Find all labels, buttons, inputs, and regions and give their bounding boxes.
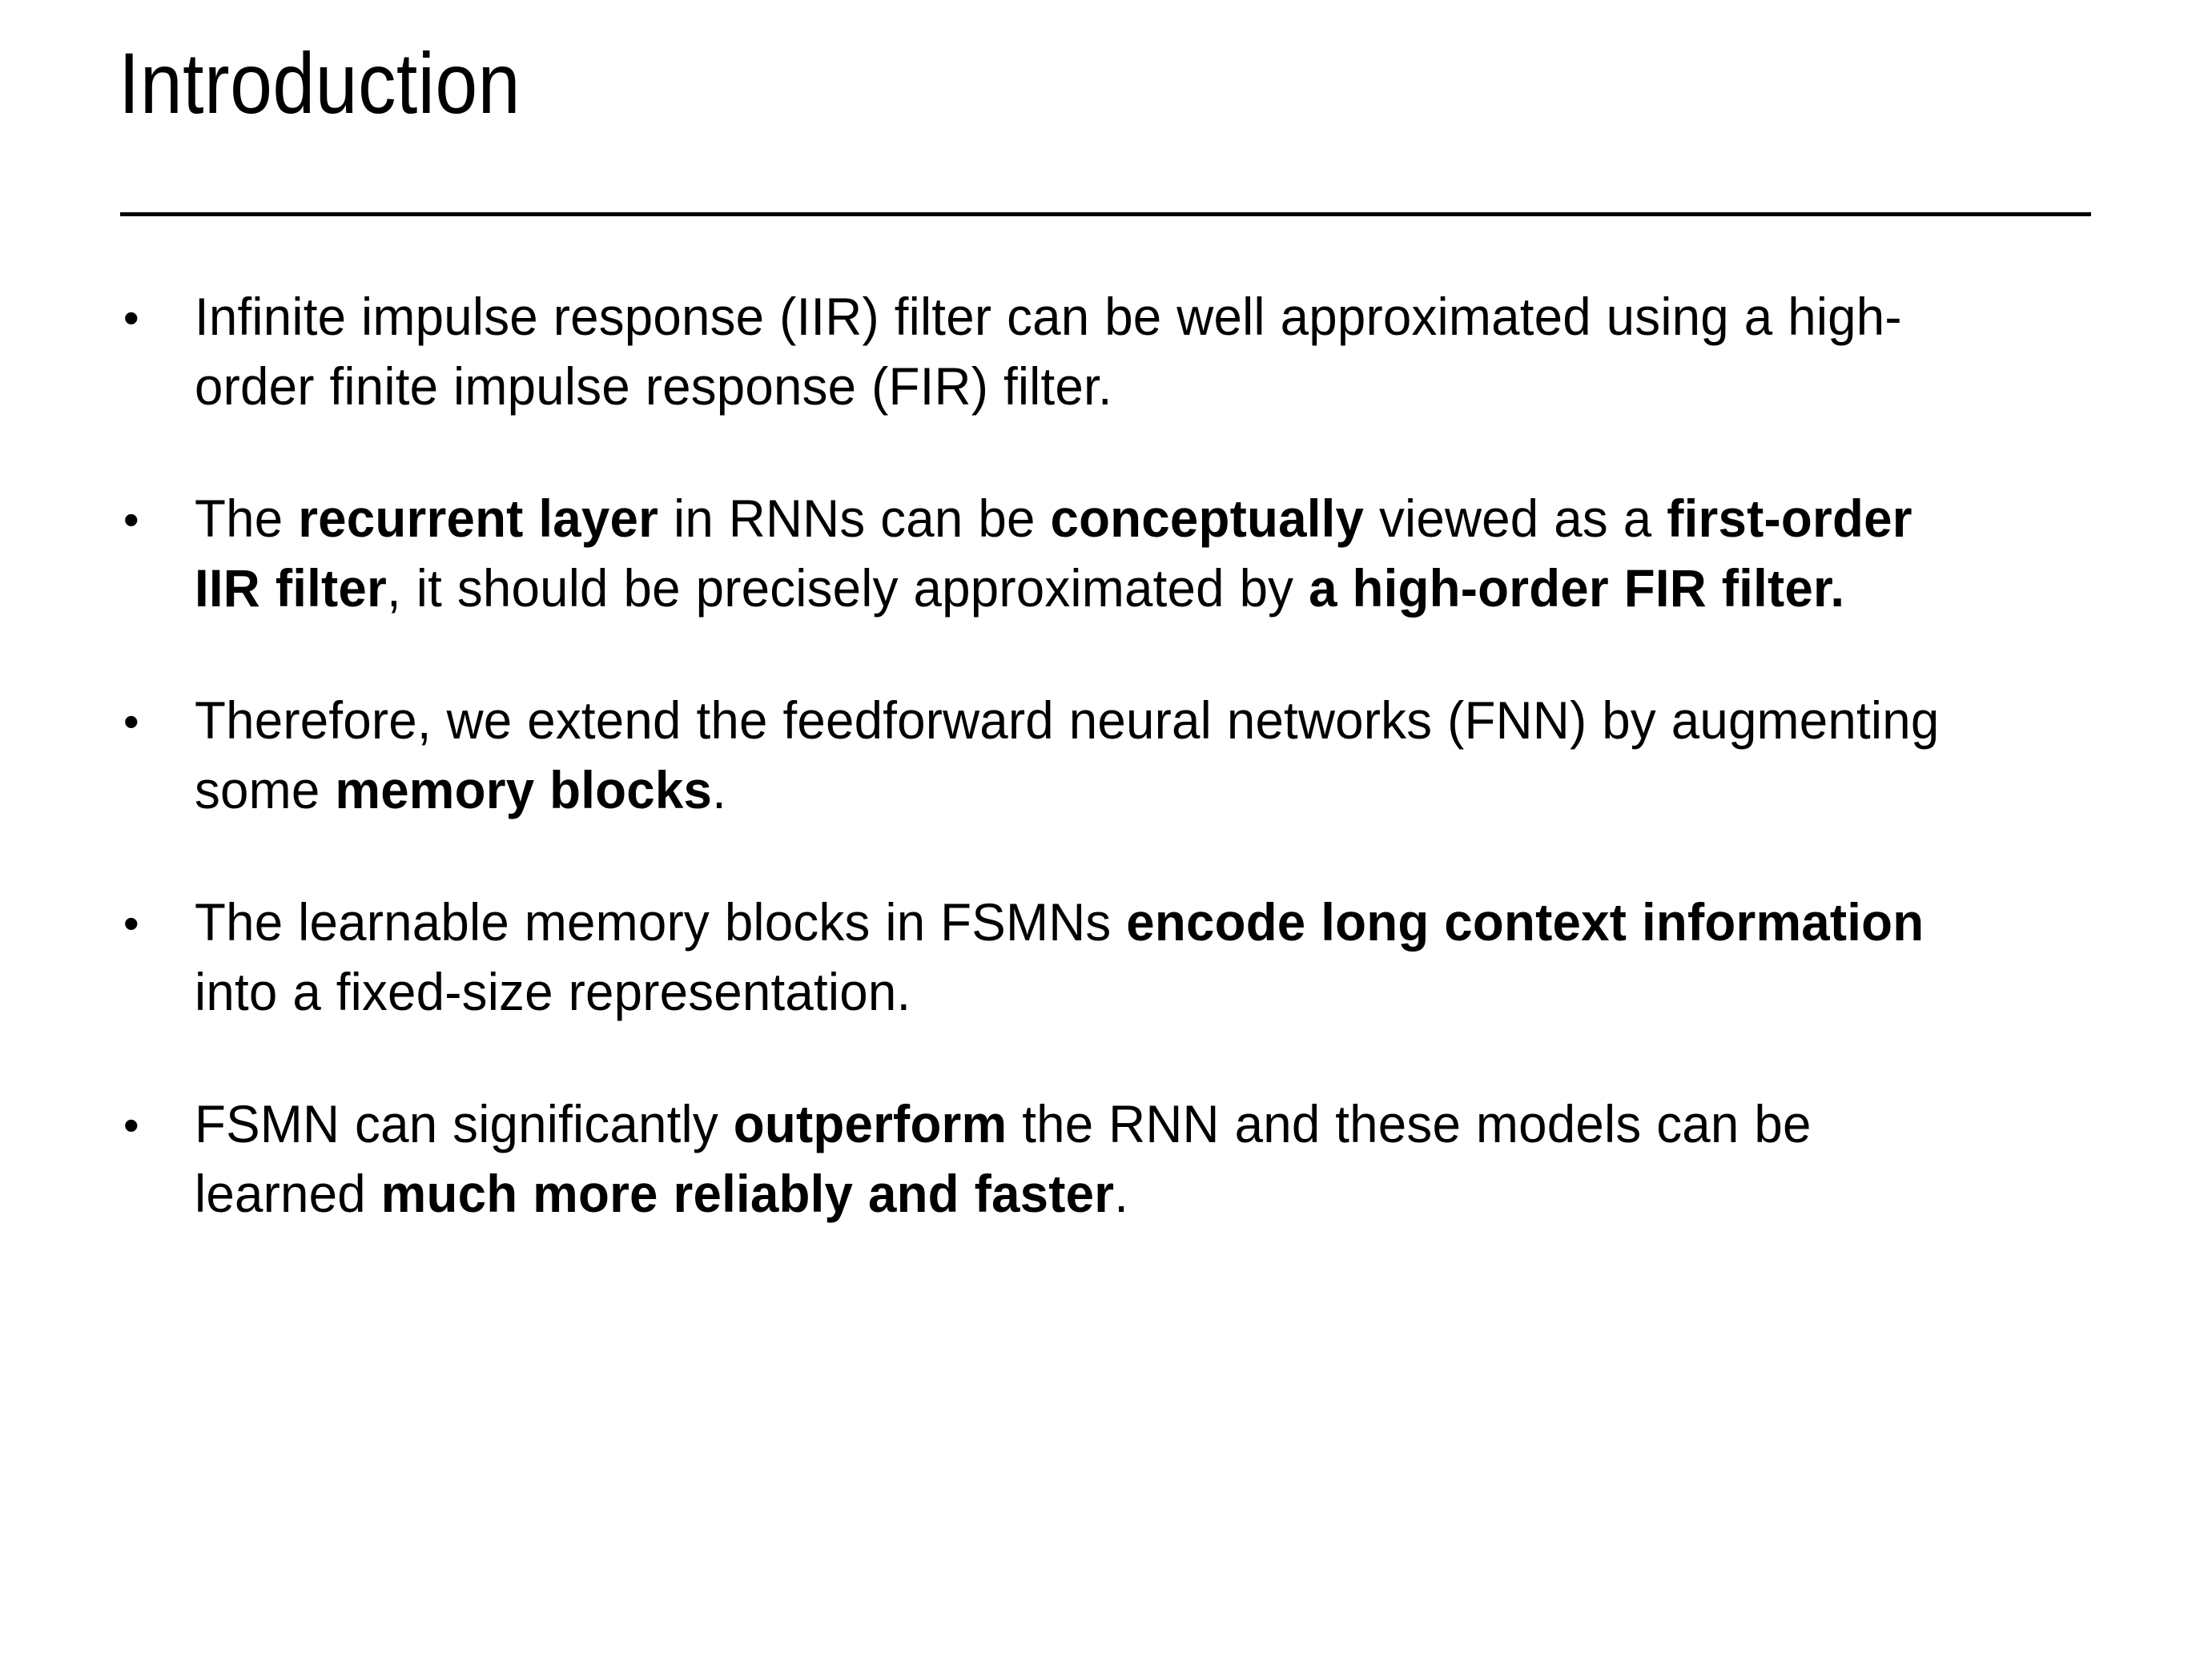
page-title: Introduction — [119, 34, 521, 131]
bullet-outperform-rnn: FSMN can significantly outperform the RN… — [195, 1089, 1949, 1229]
body-text: Therefore, we extend the feedforward neu… — [195, 690, 1940, 819]
emphasis-text: encode long context information — [1126, 892, 1924, 952]
bullet-point-icon: • — [123, 494, 139, 545]
bullet-memory-blocks: Therefore, we extend the feedforward neu… — [195, 686, 1949, 825]
emphasis-text: recurrent layer — [298, 489, 659, 548]
bullet-point-icon: • — [123, 292, 139, 343]
emphasis-text: first-order IIR filter — [195, 489, 1912, 618]
body-text: the RNN and these models can be learned — [195, 1094, 1812, 1223]
bullet-list: • Infinite impulse response (IIR) filter … — [0, 282, 2212, 1291]
emphasis-text: conceptually — [1050, 489, 1365, 548]
bullet-point-icon: • — [123, 898, 139, 948]
body-text: . — [712, 760, 727, 819]
emphasis-text: outperform — [733, 1094, 1007, 1153]
emphasis-text: much more reliably and faster — [380, 1164, 1115, 1223]
body-text: viewed as a — [1364, 489, 1667, 548]
body-text: . — [1114, 1164, 1129, 1223]
body-text: into a fixed-size representation. — [195, 962, 911, 1021]
list-item: • FSMN can significantly outperform the R… — [0, 1089, 2212, 1229]
title-divider — [120, 212, 2091, 216]
body-text: The learnable memory blocks in FSMNs — [195, 892, 1127, 952]
bullet-encode-context: The learnable memory blocks in FSMNs enc… — [195, 887, 1949, 1027]
list-item: • The recurrent layer in RNNs can be conc… — [0, 484, 2212, 623]
body-text: FSMN can significantly — [195, 1094, 734, 1153]
list-item: • Infinite impulse response (IIR) filter … — [0, 282, 2212, 421]
bullet-recurrent-layer: The recurrent layer in RNNs can be conce… — [195, 484, 1949, 623]
body-text: in RNNs can be — [658, 489, 1051, 548]
body-text: The — [195, 489, 299, 548]
bullet-point-icon: • — [123, 696, 139, 747]
emphasis-text: a high-order FIR filter. — [1309, 558, 1845, 618]
body-text: , it should be precisely approximated by — [386, 558, 1309, 618]
bullet-iir-fir: Infinite impulse response (IIR) filter c… — [195, 282, 1949, 421]
list-item: • The learnable memory blocks in FSMNs en… — [0, 887, 2212, 1027]
bullet-point-icon: • — [123, 1100, 139, 1150]
list-item: • Therefore, we extend the feedforward ne… — [0, 686, 2212, 825]
emphasis-text: memory blocks — [335, 760, 713, 819]
body-text: Infinite impulse response (IIR) filter c… — [195, 287, 1902, 416]
